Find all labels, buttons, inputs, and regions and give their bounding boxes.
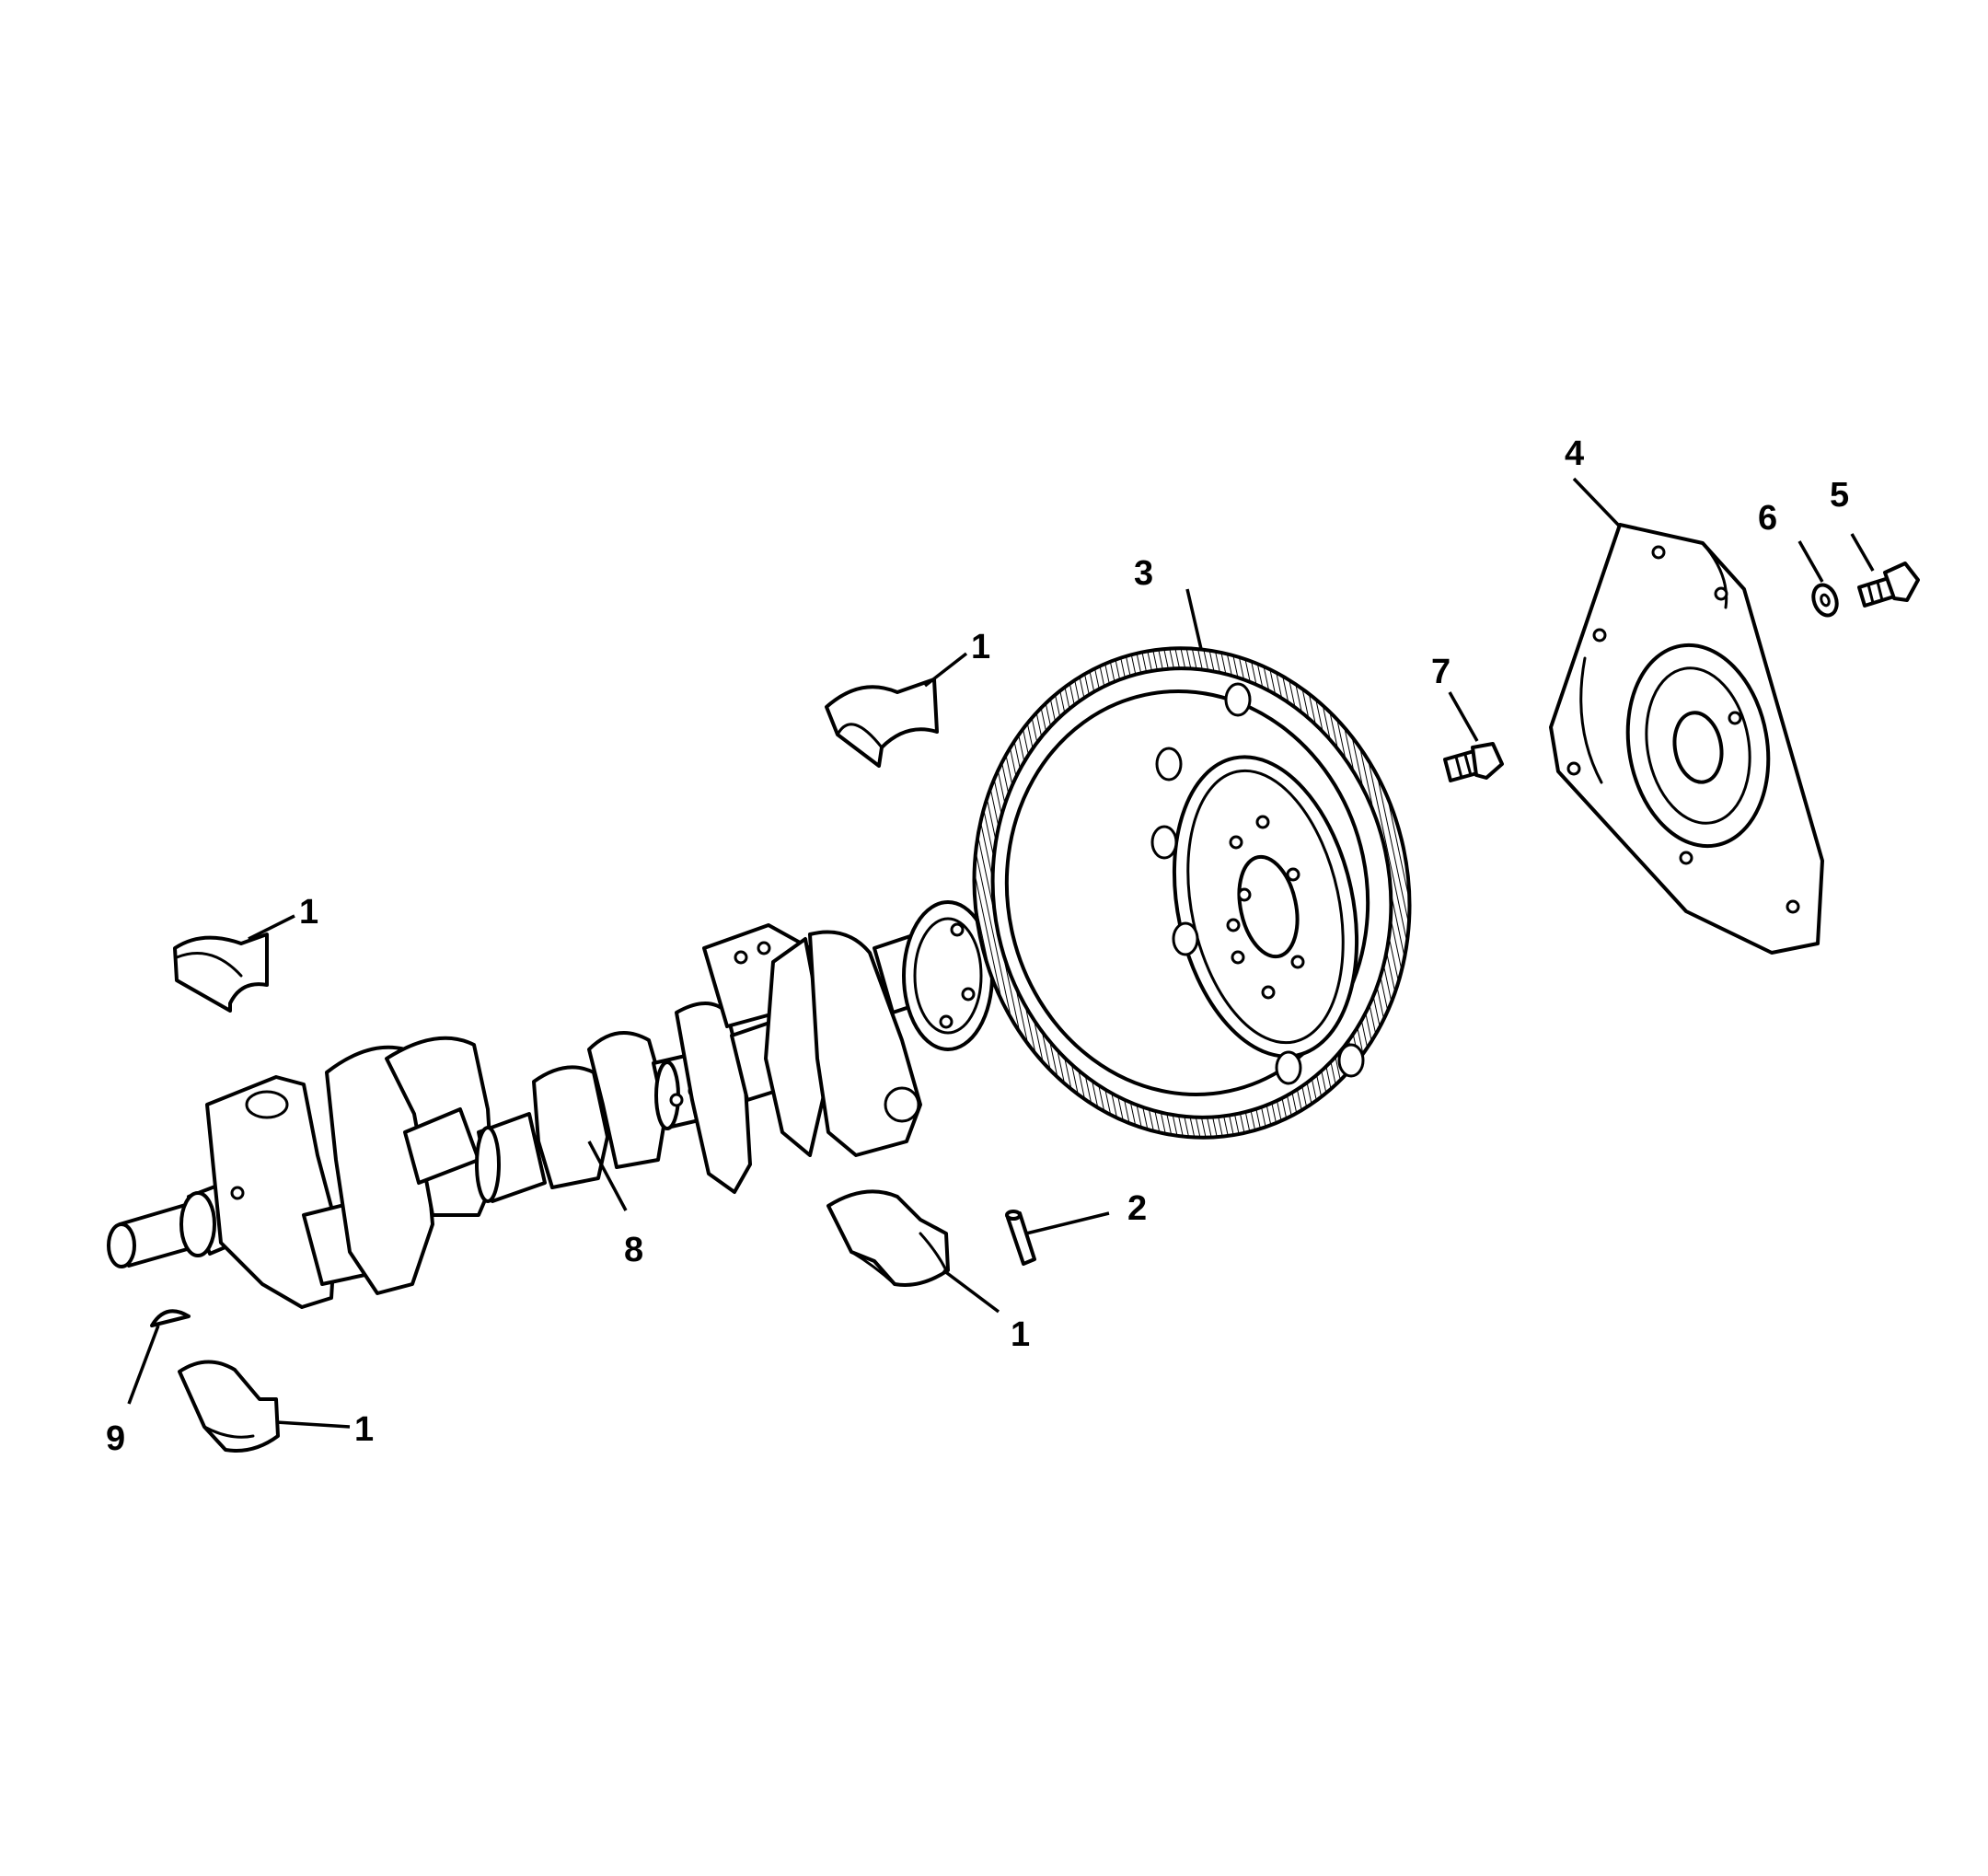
crankshaft	[107, 900, 994, 1309]
callout-dowel-pin: 2	[1127, 1189, 1147, 1228]
callout-adapter-washer: 6	[1758, 499, 1777, 538]
bearing-shell-lower-left	[178, 1360, 280, 1453]
dowel-pin	[1005, 1210, 1036, 1266]
callout-flywheel-bolt: 7	[1431, 653, 1451, 691]
flywheel	[972, 646, 1412, 1140]
callout-bearing-lower-middle: 1	[1011, 1315, 1030, 1354]
woodruff-key	[150, 1309, 191, 1327]
flexplate-adapter	[1549, 523, 1824, 955]
adapter-washer	[1811, 583, 1839, 618]
callout-bearing-top: 1	[971, 628, 990, 666]
callout-woodruff-key: 9	[106, 1419, 125, 1458]
callout-flywheel: 3	[1134, 554, 1153, 593]
callout-crankshaft: 8	[624, 1231, 643, 1269]
callout-bearing-upper-left: 1	[299, 893, 318, 932]
callout-adapter-bolt: 5	[1830, 476, 1849, 515]
adapter-bolt	[1857, 562, 1920, 608]
callout-bearing-lower-left: 1	[354, 1410, 374, 1449]
bearing-shell-top	[825, 677, 939, 768]
bearing-shell-lower-middle	[826, 1189, 950, 1287]
leader-lines	[127, 477, 1875, 1429]
callout-flexplate-adapter: 4	[1565, 434, 1584, 473]
flywheel-bolt	[1443, 742, 1504, 782]
bearing-shell-upper-left	[173, 932, 269, 1013]
